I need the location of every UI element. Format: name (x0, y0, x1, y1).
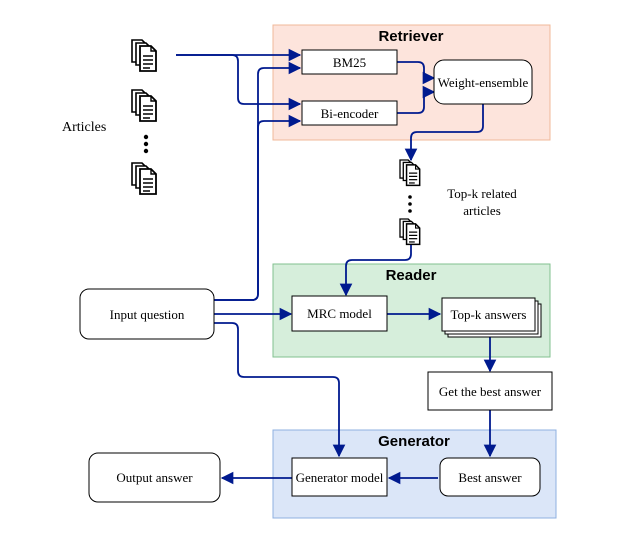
bi-encoder-label: Bi-encoder (321, 106, 379, 121)
ensemble-to-topk-articles-arrow (404, 104, 484, 162)
generator-model-label: Generator model (296, 470, 384, 485)
topk-related-label-line1: Top-k related (447, 186, 517, 201)
input-question-node: Input question (79, 288, 215, 340)
bm25-node: BM25 (301, 49, 398, 75)
bi-encoder-node: Bi-encoder (301, 100, 398, 126)
weight-ensemble-label: Weight-ensemble (438, 75, 529, 90)
reader-title: Reader (386, 267, 437, 284)
output-answer-label: Output answer (116, 470, 193, 485)
generator-model-node: Generator model (291, 457, 388, 497)
question-to-generator-arrow (214, 322, 346, 458)
articles-to-biencoder-arrow (176, 54, 302, 111)
best-answer-label: Best answer (458, 470, 522, 485)
get-best-answer-node: Get the best answer (427, 371, 553, 411)
weight-ensemble-node: Weight-ensemble (433, 59, 533, 105)
get-best-answer-label: Get the best answer (439, 384, 542, 399)
generator-title: Generator (378, 433, 450, 450)
output-answer-node: Output answer (88, 452, 221, 503)
topk-answers-node: Top-k answers (441, 297, 542, 338)
input-question-label: Input question (110, 307, 185, 322)
bm25-to-ensemble-arrow (397, 61, 436, 85)
document-stack-icon (399, 159, 421, 187)
mrc-model-label: MRC model (307, 306, 372, 321)
document-stack-icon (399, 218, 421, 246)
best-answer-node: Best answer (439, 457, 541, 497)
articles-label: Articles (62, 120, 106, 135)
question-to-biencoder-arrow (214, 114, 302, 301)
document-stack-icon (131, 162, 157, 195)
topk-answers-label: Top-k answers (451, 307, 527, 322)
vertical-ellipsis-icon (143, 134, 149, 154)
document-stack-icon (131, 89, 157, 122)
document-stack-icon (131, 39, 157, 72)
vertical-ellipsis-icon (408, 195, 412, 213)
topk-related-label-line2: articles (463, 203, 501, 218)
biencoder-to-ensemble-arrow (397, 85, 436, 114)
retriever-title: Retriever (378, 28, 443, 45)
topk-articles-to-mrc-arrow (339, 245, 412, 297)
mrc-model-node: MRC model (291, 295, 388, 332)
bm25-label: BM25 (333, 55, 366, 70)
